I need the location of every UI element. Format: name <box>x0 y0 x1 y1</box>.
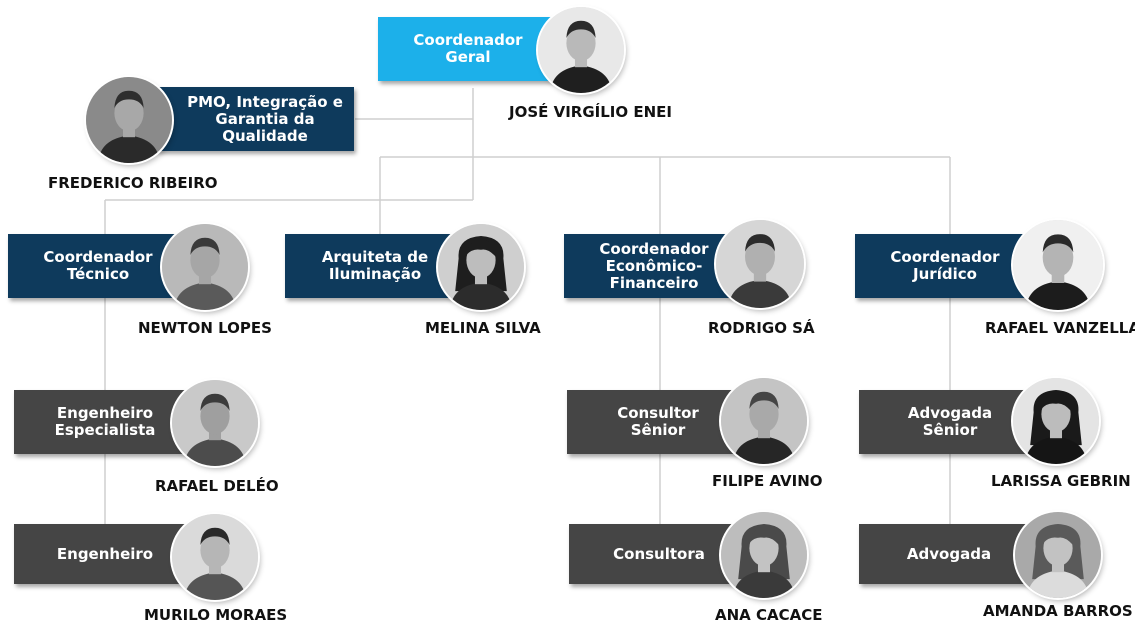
person-name: AMANDA BARROS <box>983 602 1133 620</box>
role-box: PMO, Integração e Garantia da Qualidade <box>156 87 354 151</box>
role-label: Engenheiro <box>56 544 154 563</box>
portrait-photo <box>162 224 248 310</box>
person-name: RAFAEL VANZELLA <box>985 319 1135 337</box>
role-box: Coordenador Jurídico <box>855 234 1035 298</box>
portrait-photo <box>86 77 172 163</box>
portrait-photo <box>172 380 258 466</box>
portrait-photo <box>721 378 807 464</box>
role-box: Advogada <box>859 524 1039 584</box>
role-label: Advogada <box>906 544 992 563</box>
role-label: Arquiteta de Iluminação <box>321 248 429 283</box>
person-name: FILIPE AVINO <box>712 472 823 490</box>
role-label: Consultor Sênior <box>617 404 699 439</box>
role-label: Engenheiro Especialista <box>54 404 156 439</box>
role-label: Coordenador Geral <box>413 31 523 66</box>
role-box: Coordenador Técnico <box>8 234 188 298</box>
role-label: Coordenador Econômico- Financeiro <box>599 239 709 292</box>
portrait-photo <box>1013 220 1103 310</box>
person-name: RODRIGO SÁ <box>708 319 815 337</box>
role-box: Consultora <box>569 524 749 584</box>
role-label: Consultora <box>613 544 705 563</box>
role-label: Coordenador Técnico <box>43 248 153 283</box>
person-name: FREDERICO RIBEIRO <box>48 174 218 192</box>
role-label: PMO, Integração e Garantia da Qualidade <box>187 92 343 145</box>
role-box: Arquiteta de Iluminação <box>285 234 465 298</box>
person-name: RAFAEL DELÉO <box>155 477 279 495</box>
person-name: ANA CACACE <box>715 606 823 624</box>
portrait-photo <box>172 514 258 600</box>
portrait-photo <box>1015 512 1101 598</box>
person-name: LARISSA GEBRIN <box>991 472 1131 490</box>
person-name: JOSÉ VIRGÍLIO ENEI <box>509 103 672 121</box>
role-box: Engenheiro Especialista <box>14 390 196 454</box>
role-box: Consultor Sênior <box>567 390 749 454</box>
person-name: NEWTON LOPES <box>138 319 272 337</box>
portrait-photo <box>716 220 804 308</box>
person-name: MELINA SILVA <box>425 319 541 337</box>
portrait-photo <box>438 224 524 310</box>
role-box: Engenheiro <box>14 524 196 584</box>
portrait-photo <box>1013 378 1099 464</box>
role-label: Advogada Sênior <box>907 404 993 439</box>
role-label: Coordenador Jurídico <box>890 248 1000 283</box>
role-box: Advogada Sênior <box>859 390 1041 454</box>
person-name: MURILO MORAES <box>144 606 288 624</box>
portrait-photo <box>721 512 807 598</box>
role-box: Coordenador Geral <box>378 17 558 81</box>
role-box: Coordenador Econômico- Financeiro <box>564 234 744 298</box>
portrait-photo <box>538 7 624 93</box>
